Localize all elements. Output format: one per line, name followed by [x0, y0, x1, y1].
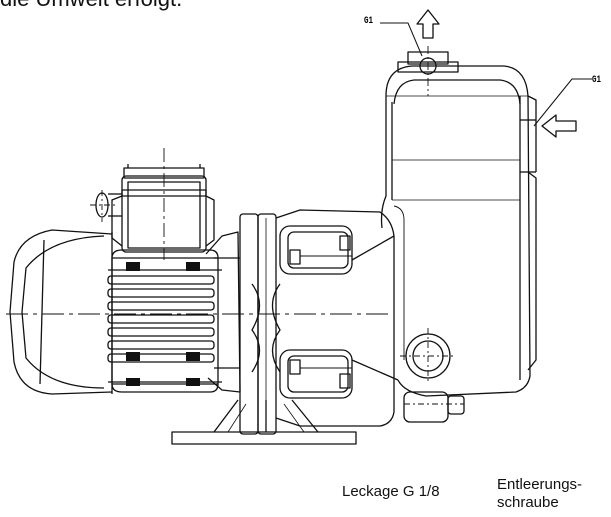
motor-body [107, 249, 222, 393]
drain-screw-label: Entleerungs- schraube [497, 476, 582, 512]
drain-label-line1: Entleerungs- [497, 476, 583, 493]
mounting-bolts [126, 262, 200, 386]
up-arrow-icon [416, 9, 440, 39]
outlet-port-callout: G1 [364, 16, 374, 27]
cut-off-heading-text: die Umwelt erfolgt. [0, 0, 182, 12]
bearing-housing [275, 209, 395, 427]
leakage-label: Leckage G 1/8 [342, 483, 440, 500]
g1-top-leader [380, 22, 423, 57]
motor-flange [205, 213, 281, 435]
left-arrow-icon [541, 114, 577, 138]
terminal-box [90, 148, 215, 260]
inlet-port-callout: G1 [592, 75, 602, 86]
g1-right-leader [533, 78, 592, 127]
drain-label-line2: schraube [497, 494, 559, 511]
motor-end-cap [9, 229, 113, 395]
support-foot [171, 399, 357, 445]
cooling-fins [107, 275, 215, 363]
pump-casing [351, 46, 537, 423]
